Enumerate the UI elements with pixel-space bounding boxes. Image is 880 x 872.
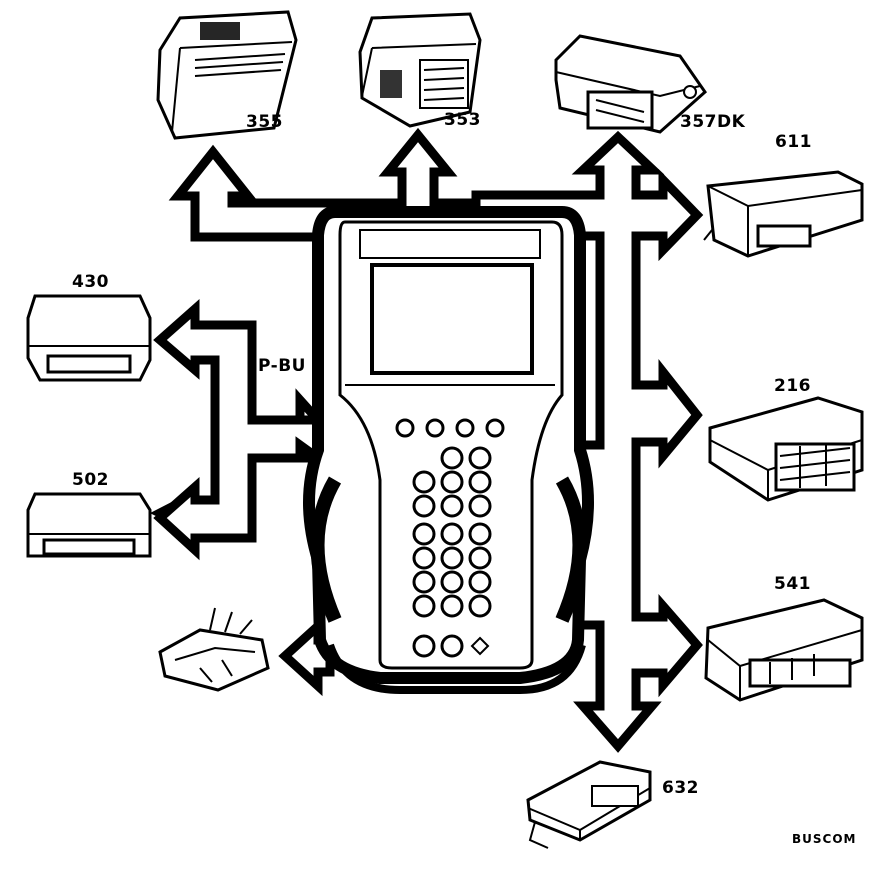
- module-611-label: 611: [775, 132, 812, 152]
- module-216: [708, 396, 864, 502]
- keypad: [412, 446, 492, 658]
- module-357dk: [554, 34, 707, 134]
- module-216-label: 216: [774, 376, 811, 396]
- keypad-key: [468, 546, 492, 570]
- diagnostic-connector: [158, 607, 270, 692]
- keypad-key: [440, 634, 464, 658]
- module-502: [26, 492, 152, 558]
- module-353: [358, 12, 482, 128]
- keypad-key: [440, 522, 464, 546]
- module-430-label: 430: [72, 272, 109, 292]
- keypad-key: [412, 594, 436, 618]
- keypad-key: [440, 570, 464, 594]
- keypad-key: [412, 494, 436, 518]
- module-611: [703, 170, 864, 258]
- keypad-key: [468, 594, 492, 618]
- keypad-key: [412, 470, 436, 494]
- module-502-label: 502: [72, 470, 109, 490]
- keypad-key: [440, 470, 464, 494]
- left-bus-arrows: [149, 299, 323, 561]
- keypad-key: [468, 446, 492, 470]
- module-355-label: 355: [246, 112, 283, 132]
- module-353-label: 353: [444, 110, 481, 130]
- module-632-label: 632: [662, 778, 699, 798]
- keypad-key: [468, 494, 492, 518]
- keypad-key: [412, 634, 436, 658]
- footer-code: BUSCOM: [792, 832, 857, 846]
- keypad-key: [440, 494, 464, 518]
- module-541-label: 541: [774, 574, 811, 594]
- module-632: [526, 760, 652, 849]
- keypad-key: [412, 522, 436, 546]
- bus-label: P-BU: [258, 356, 306, 376]
- keypad-key: [440, 546, 464, 570]
- module-541: [704, 598, 864, 702]
- tester-device: [303, 206, 594, 694]
- keypad-key: [468, 470, 492, 494]
- keypad-key: [468, 522, 492, 546]
- keypad-key: [440, 594, 464, 618]
- keypad-diamond-key: [470, 636, 490, 656]
- module-355: [156, 10, 298, 140]
- module-430: [26, 294, 152, 382]
- module-357dk-label: 357DK: [680, 112, 746, 132]
- keypad-key: [412, 570, 436, 594]
- keypad-key: [440, 446, 464, 470]
- keypad-key: [412, 546, 436, 570]
- keypad-key: [468, 570, 492, 594]
